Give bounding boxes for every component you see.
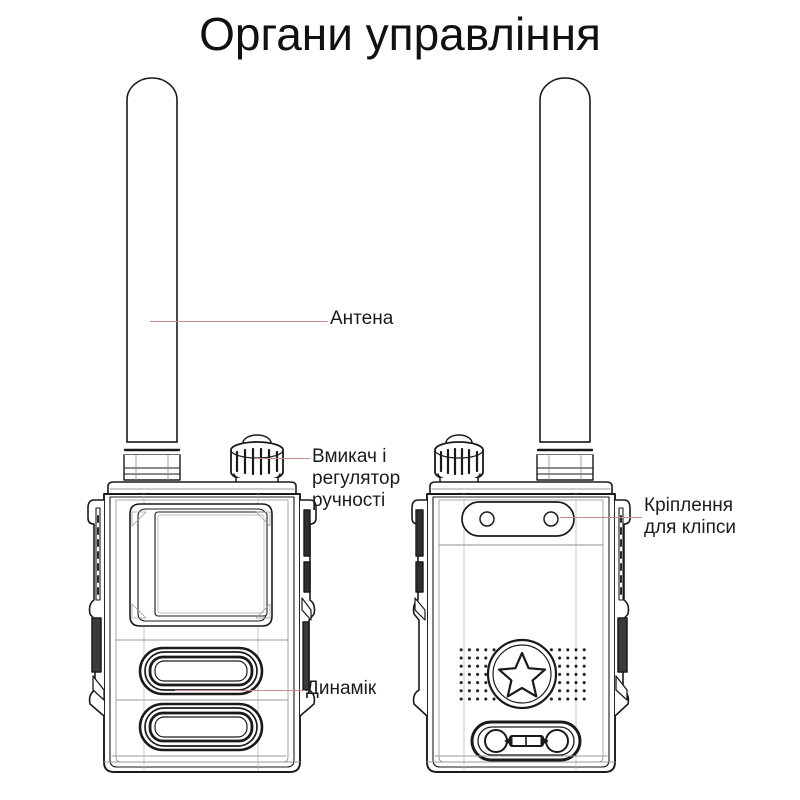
leader-line-knob: [255, 458, 310, 459]
radio-front-view: [87, 77, 317, 773]
side-rail-left: [87, 499, 105, 717]
side-rail-right: [299, 499, 317, 717]
leader-line-speaker: [175, 690, 305, 691]
display-screen: [129, 503, 273, 627]
callout-label-antenna: Антена: [330, 308, 394, 329]
antenna-right: [536, 77, 594, 481]
leader-line-antenna: [150, 321, 328, 322]
clip-mount-right: [438, 501, 604, 546]
speaker-grille-left: [115, 639, 289, 752]
callout-label-speaker: Динамік: [306, 678, 377, 699]
speaker-slot-upper: [138, 646, 264, 696]
radio-back-view: [411, 77, 631, 773]
antenna-left: [123, 77, 181, 481]
battery-latch: [470, 720, 582, 762]
side-rail-back-right: [614, 499, 631, 717]
side-rail-back-left: [411, 499, 428, 717]
speaker-slot-lower: [138, 702, 264, 752]
star-logo: [486, 638, 558, 710]
callout-label-belt-clip-mount: Кріплення для кліпси: [644, 495, 736, 538]
leader-line-clip: [560, 517, 642, 518]
callout-label-power-volume-knob: Вмикач і регулятор ручності: [312, 446, 401, 511]
bottom-edge-back: [426, 755, 616, 763]
page-title: Органи управління: [199, 8, 601, 60]
bottom-edge-front: [103, 755, 301, 763]
